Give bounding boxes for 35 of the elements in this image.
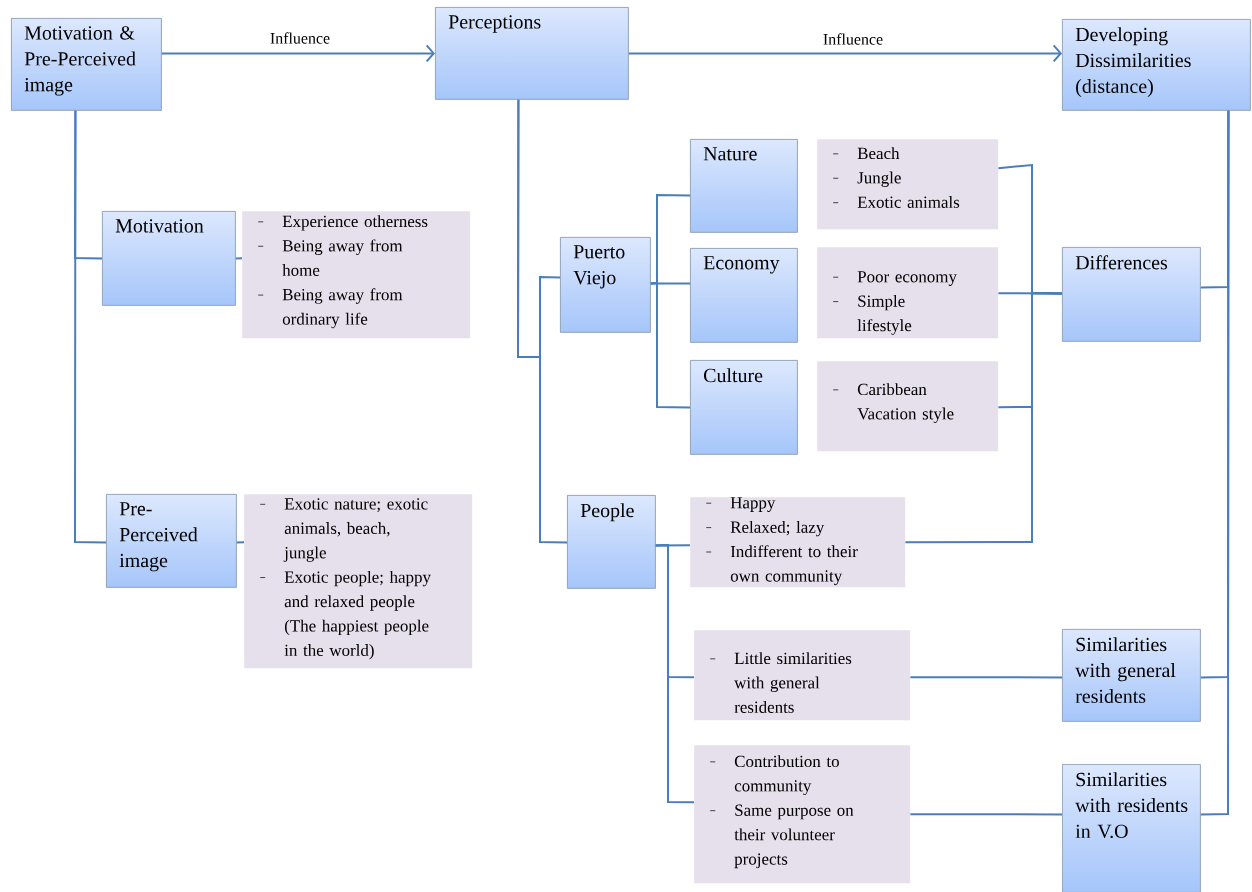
edge-label: Influence: [821, 32, 885, 46]
connector: [517, 98, 568, 544]
connector: [654, 543, 695, 804]
process-box: Puerto Viejo: [560, 237, 651, 333]
connector: [904, 292, 1063, 544]
connector: [234, 257, 243, 260]
connector: [909, 676, 1063, 679]
process-box: Economy: [690, 248, 798, 343]
list-box: Poor economy Simple lifestyle: [817, 247, 999, 339]
process-box: Motivation & Pre-Perceived image: [11, 18, 162, 111]
connector: [909, 813, 1063, 816]
process-box: Perceptions: [435, 7, 629, 100]
list-box: Little similarities with general residents: [694, 630, 911, 721]
process-box: Developing Dissimilarities (distance): [1062, 19, 1251, 111]
list-box: Contribution to community Same purpose on their volunteer projects: [694, 745, 911, 884]
edge-label: Influence: [268, 31, 332, 45]
process-box: Similarities with general residents: [1062, 629, 1201, 722]
connector: [627, 44, 1062, 63]
list-box: Exotic nature; exotic animals, beach, jungle Exotic people; happy and relaxed people (The happiest people in the world): [244, 494, 473, 669]
process-box: Motivation: [102, 211, 236, 306]
process-box: People: [567, 495, 656, 589]
list-box: Experience otherness Being away from home Being away from ordinary life: [242, 211, 471, 339]
connector: [235, 541, 245, 544]
process-box: Culture: [690, 360, 798, 455]
connector: [160, 44, 435, 63]
list-box: Beach Jungle Exotic animals: [817, 139, 999, 230]
process-box: Nature: [690, 139, 798, 233]
connector: [74, 109, 107, 544]
process-box: Pre-Perceived image: [106, 494, 237, 588]
process-box: Similarities with residents in V.O: [1062, 764, 1201, 892]
process-box: Differences: [1062, 247, 1201, 342]
connector: [649, 281, 691, 409]
list-box: Happy Relaxed; lazy Indifferent to their own community: [690, 497, 906, 588]
connector: [1199, 109, 1230, 816]
list-box: Caribbean Vacation style: [817, 361, 999, 452]
